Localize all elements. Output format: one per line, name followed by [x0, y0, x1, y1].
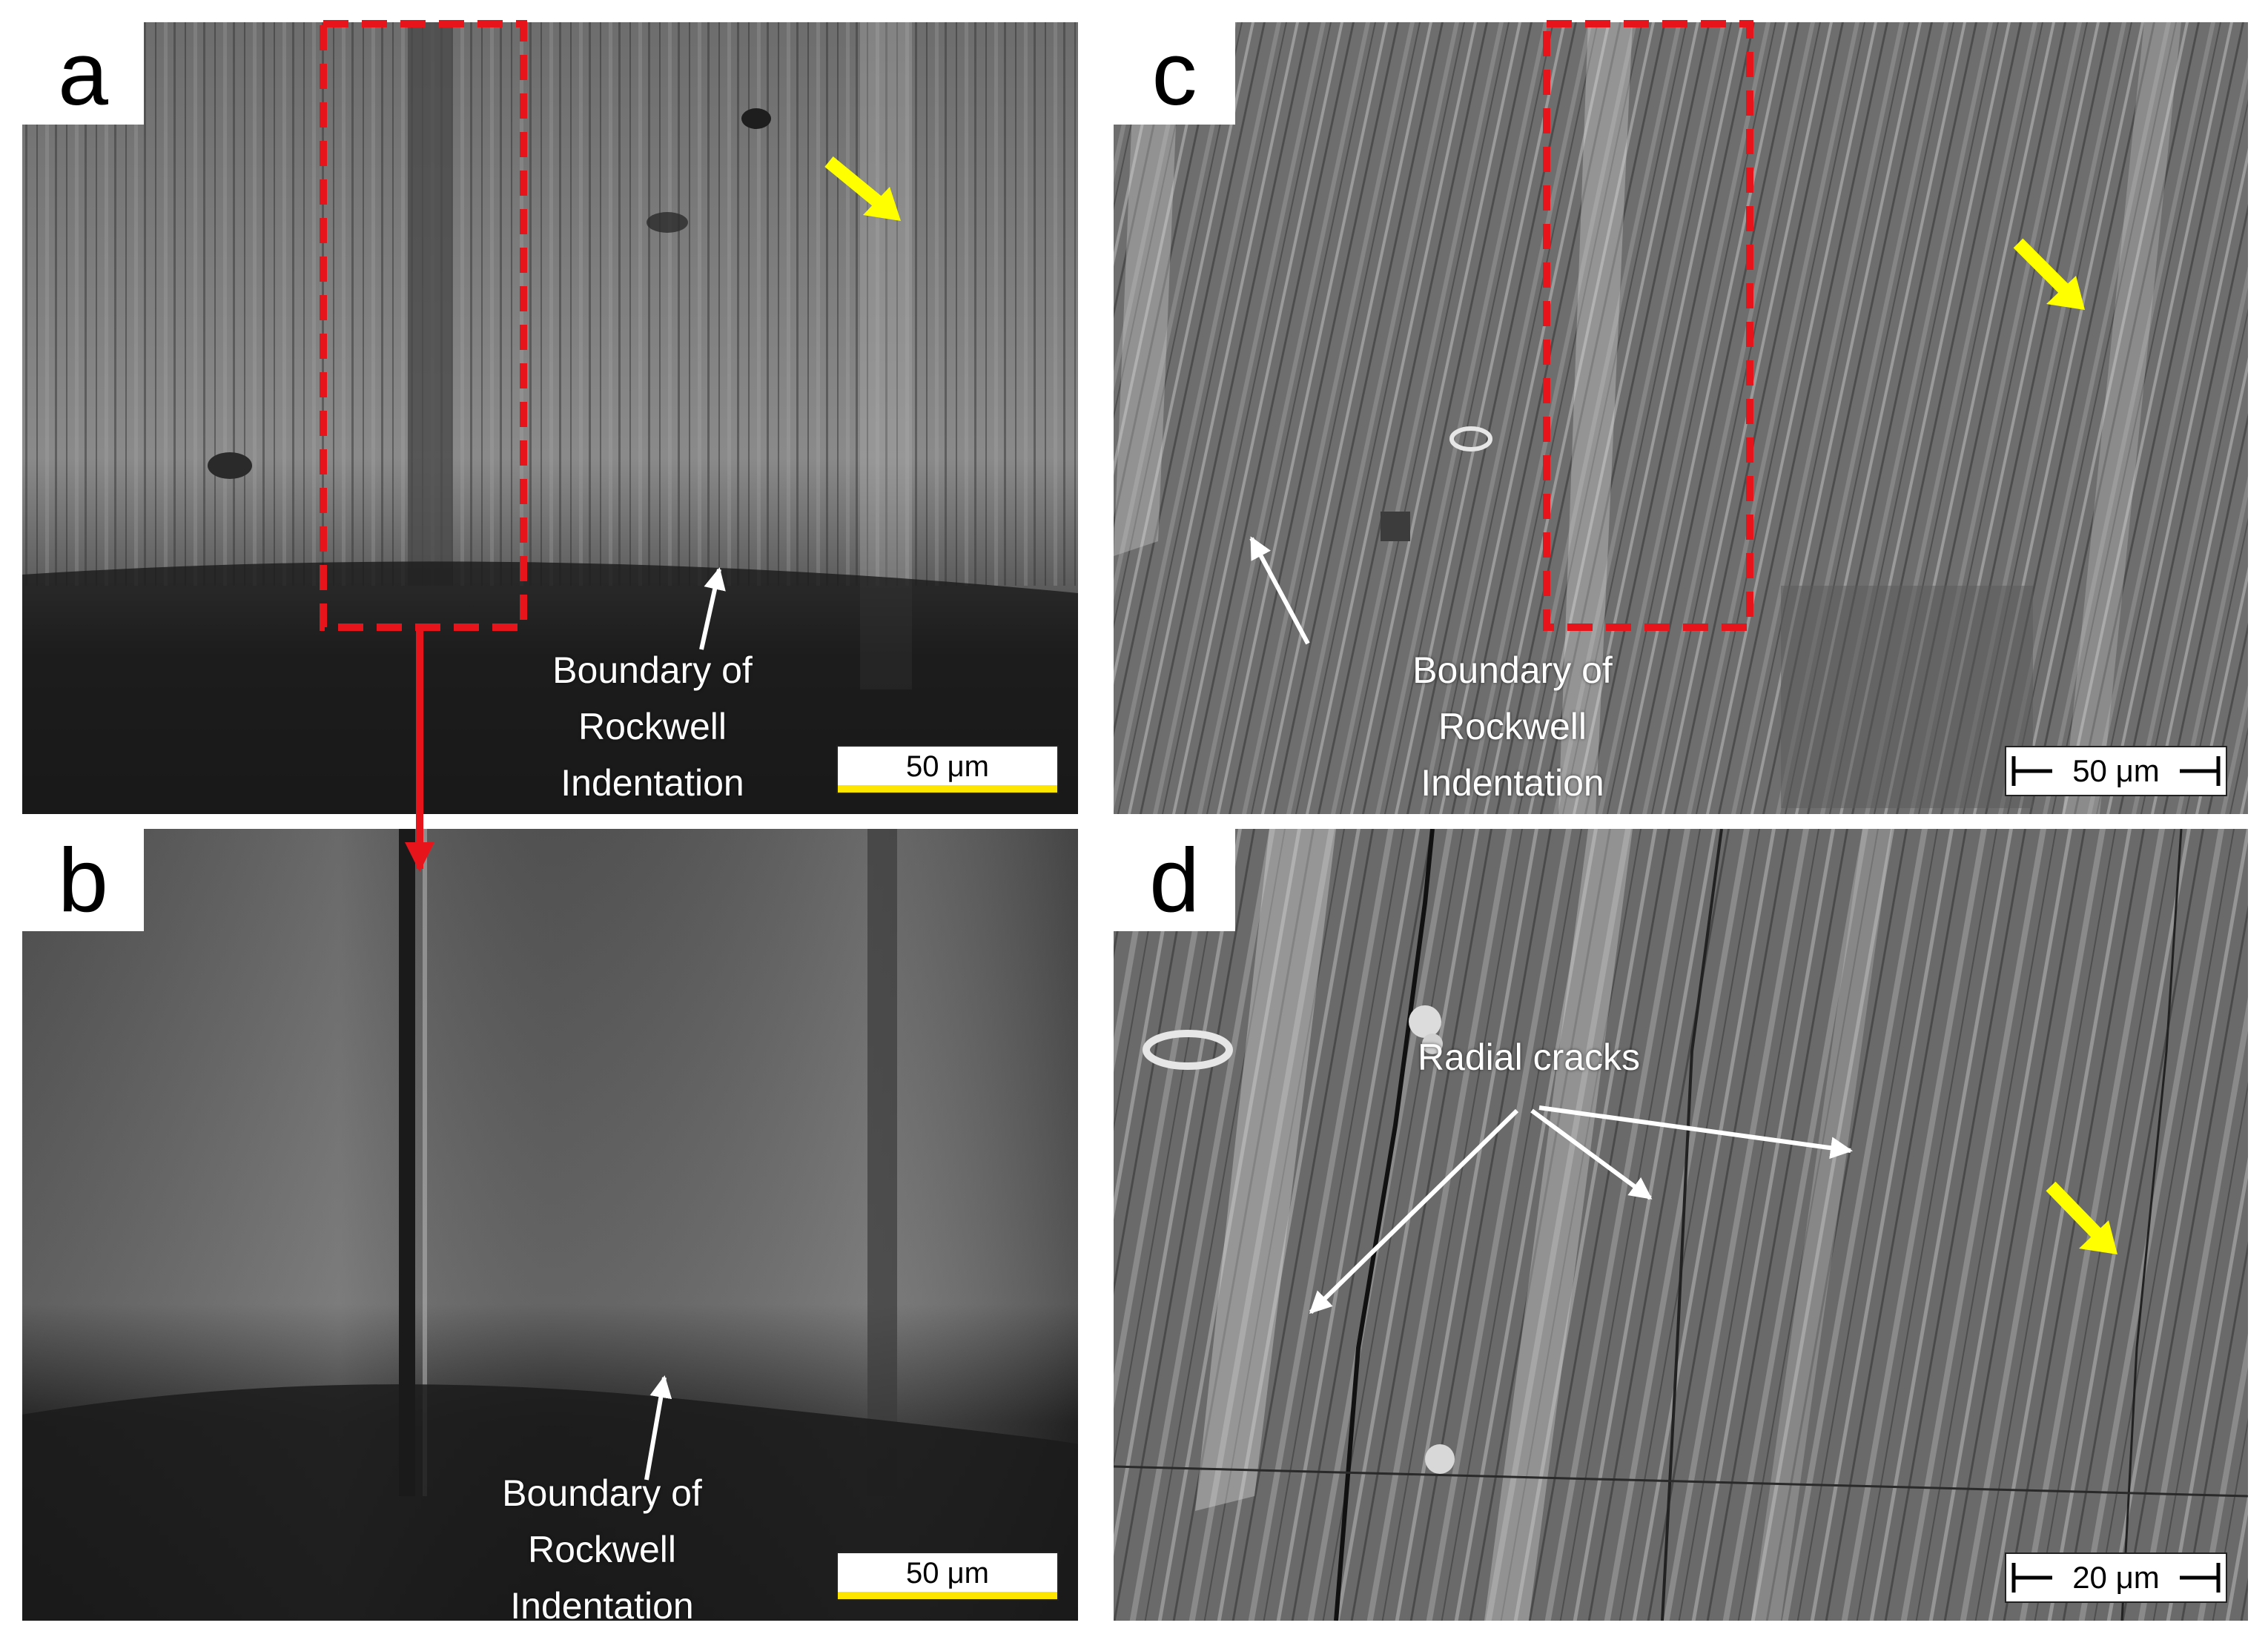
scale-bar-c: 50 μm	[2005, 746, 2227, 796]
panel-a-image	[22, 22, 1078, 814]
scale-bar-underline	[838, 785, 1057, 793]
scale-bar-a: 50 μm	[836, 745, 1059, 794]
annotation-line-2: Rockwell	[527, 1529, 677, 1570]
annotation-line-1: Boundary of	[1412, 649, 1613, 691]
scale-bar-label: 50 μm	[906, 1557, 989, 1590]
panel-label-c: c	[1114, 22, 1235, 125]
panel-a-optical-micrograph: a Boundary of Rockwell Indentation 50 μm	[22, 22, 1078, 814]
annotation-line-1: Radial cracks	[1417, 1036, 1641, 1078]
scale-bar-label: 50 μm	[906, 750, 989, 783]
panel-c-sem-micrograph: c Boundary of Rockwell Indentation 50 μm	[1114, 22, 2248, 814]
scale-bar-label: 50 μm	[2072, 753, 2160, 788]
panel-label-b: b	[22, 829, 144, 931]
annotation-line-3: Indentation	[510, 1585, 694, 1621]
panel-label-a: a	[22, 22, 144, 125]
annotation-line-2: Rockwell	[578, 706, 727, 747]
panel-b-image	[22, 829, 1078, 1621]
boundary-annotation-c: Boundary of Rockwell Indentation	[1394, 642, 1631, 811]
panel-d-image	[1114, 829, 2248, 1621]
annotation-line-3: Indentation	[1421, 762, 1604, 804]
annotation-line-2: Rockwell	[1438, 706, 1587, 747]
scale-bar-b: 50 μm	[836, 1552, 1059, 1601]
scale-bar-underline	[838, 1592, 1057, 1599]
scale-bar-d: 20 μm	[2005, 1552, 2227, 1603]
boundary-annotation-a: Boundary of Rockwell Indentation	[534, 642, 771, 811]
annotation-line-1: Boundary of	[502, 1472, 702, 1514]
panel-c-image	[1114, 22, 2248, 814]
panel-b-optical-micrograph: b Boundary of Rockwell Indentation 50 μm	[22, 829, 1078, 1621]
scale-bar-label: 20 μm	[2072, 1560, 2160, 1595]
annotation-line-1: Boundary of	[552, 649, 753, 691]
radial-cracks-annotation: Radial cracks	[1358, 1029, 1699, 1085]
panel-label-d: d	[1114, 829, 1235, 931]
scale-bar-line	[2011, 756, 2221, 786]
boundary-annotation-b: Boundary of Rockwell Indentation	[483, 1465, 721, 1621]
panel-d-sem-micrograph: d Radial cracks 20 μm	[1114, 829, 2248, 1621]
annotation-line-3: Indentation	[561, 762, 744, 804]
scale-bar-line	[2011, 1563, 2221, 1593]
